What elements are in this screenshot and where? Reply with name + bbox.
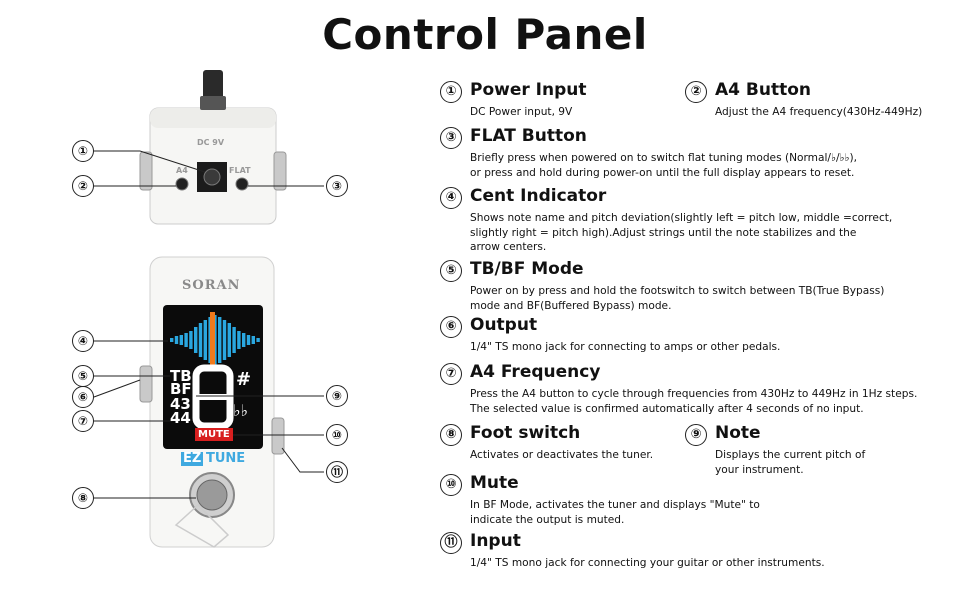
mode-bf: BF: [170, 380, 192, 398]
legend-number: ⑧: [440, 424, 462, 446]
legend-heading: A4 Button: [715, 80, 811, 100]
meter-bar: [170, 338, 174, 342]
meter-bar: [256, 338, 260, 342]
meter-bar: [194, 327, 198, 353]
legend-heading: Cent Indicator: [470, 186, 607, 206]
meter-bar: [174, 336, 179, 344]
legend-description: Power on by press and hold the footswitc…: [470, 285, 885, 312]
legend-number: ⑨: [685, 424, 707, 446]
callout-9: ⑨: [326, 385, 348, 407]
model-tune: TUNE: [206, 451, 246, 466]
meter-bar: [218, 317, 222, 363]
legend-description: Adjust the A4 frequency(430Hz-449Hz): [715, 106, 923, 118]
callout-2: ②: [72, 175, 94, 197]
callout-7: ⑦: [72, 410, 94, 432]
meter-bar: [189, 331, 193, 349]
legend-number: ②: [685, 81, 707, 103]
meter-bar: [179, 335, 183, 345]
meter-bar: [242, 333, 246, 347]
legend-description: Briefly press when powered on to switch …: [470, 152, 858, 179]
callout-1: ①: [72, 140, 94, 162]
legend-description: 1/4" TS mono jack for connecting your gu…: [470, 557, 825, 569]
page-title: Control Panel: [322, 10, 648, 59]
legend-heading: Foot switch: [470, 423, 581, 443]
meter-bar: [203, 320, 207, 360]
sharp-sign: #: [236, 369, 252, 390]
meter-bar: [184, 333, 188, 347]
legend-description: Shows note name and pitch deviation(slig…: [470, 212, 893, 253]
callout-8: ⑧: [72, 487, 94, 509]
meter-bar: [227, 323, 231, 357]
callout-10: ⑩: [326, 424, 348, 446]
legend-number: ⑥: [440, 316, 462, 338]
model-ez: EZ: [181, 451, 204, 466]
legend-description: Activates or deactivates the tuner.: [470, 449, 654, 461]
legend-heading: Note: [715, 423, 761, 443]
legend-number: ⑪: [440, 532, 462, 554]
legend-heading: Power Input: [470, 80, 587, 100]
mode-tb: TB: [170, 367, 192, 385]
callout-6: ⑥: [72, 386, 94, 408]
legend-number: ⑩: [440, 474, 462, 496]
meter-bar: [198, 323, 203, 357]
legend-description: DC Power input, 9V: [470, 106, 573, 118]
legend-heading: Mute: [470, 473, 519, 493]
legend-number: ⑤: [440, 260, 462, 282]
legend-description: Press the A4 button to cycle through fre…: [470, 388, 918, 415]
legend-heading: TB/BF Mode: [470, 259, 584, 279]
legend-heading: FLAT Button: [470, 126, 587, 146]
flat-label: FLAT: [229, 166, 251, 175]
legend-number: ④: [440, 187, 462, 209]
legend-description: In BF Mode, activates the tuner and disp…: [470, 499, 760, 526]
callout-11: ⑪: [326, 461, 348, 483]
meter-bar: [246, 335, 251, 345]
freq-44: 44: [170, 409, 191, 427]
callout-3: ③: [326, 175, 348, 197]
meter-bar: [251, 336, 255, 344]
freq-43: 43: [170, 395, 191, 413]
a4-label: A4: [176, 166, 188, 175]
legend-number: ⑦: [440, 363, 462, 385]
callout-4: ④: [72, 330, 94, 352]
meter-bar: [222, 320, 227, 360]
legend-number: ③: [440, 127, 462, 149]
pedal-illustration: [93, 70, 324, 548]
legend-description: 1/4" TS mono jack for connecting to amps…: [470, 341, 781, 353]
legend-heading: A4 Frequency: [470, 362, 601, 382]
meter-bar: [237, 331, 241, 349]
legend-heading: Output: [470, 315, 538, 335]
mute-badge: MUTE: [195, 428, 233, 441]
legend-number: ①: [440, 81, 462, 103]
callout-5: ⑤: [72, 365, 94, 387]
meter-bar: [232, 327, 236, 353]
legend-heading: Input: [470, 531, 521, 551]
dc-label: DC 9V: [197, 138, 225, 147]
brand-logo: SORAN: [182, 278, 241, 293]
flat-signs: ♭♭: [233, 401, 249, 420]
